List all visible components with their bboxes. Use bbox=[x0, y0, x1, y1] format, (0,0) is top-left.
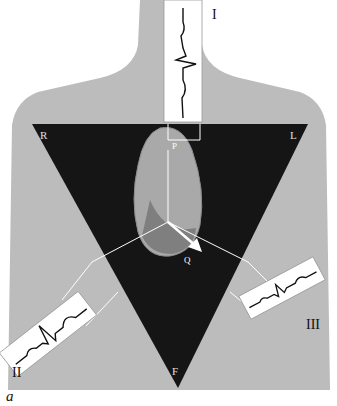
vertex-label: F bbox=[172, 366, 178, 377]
lead-strip bbox=[239, 257, 325, 319]
lead-strip bbox=[164, 0, 202, 122]
lead-label: III bbox=[306, 318, 320, 332]
lead-label: II bbox=[12, 366, 21, 380]
vertex-label: L bbox=[290, 130, 297, 141]
ventricle bbox=[142, 200, 196, 254]
heart-vector bbox=[168, 222, 196, 246]
ecg-trace bbox=[176, 8, 196, 118]
lead-label: I bbox=[212, 8, 217, 22]
projection-lines bbox=[62, 124, 268, 326]
lead-strip bbox=[0, 291, 97, 376]
arrow-head bbox=[188, 238, 202, 252]
heart bbox=[134, 127, 202, 256]
einthoven-triangle bbox=[32, 124, 308, 388]
vertex-label: R bbox=[40, 130, 47, 141]
point-label: Q bbox=[184, 256, 191, 265]
panel-letter: a bbox=[6, 389, 14, 404]
point-label: P bbox=[172, 142, 177, 151]
